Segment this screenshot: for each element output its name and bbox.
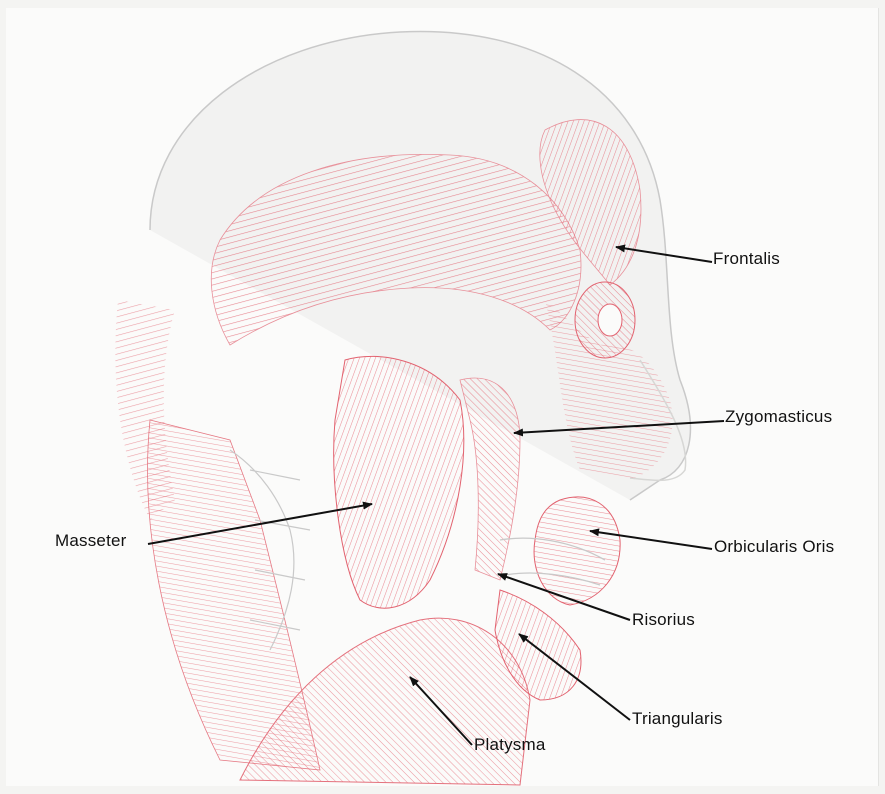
trapezius-area <box>115 300 175 520</box>
label-orbicularis-oris: Orbicularis Oris <box>714 538 834 555</box>
label-zygomasticus: Zygomasticus <box>725 408 832 425</box>
label-risorius: Risorius <box>632 611 695 628</box>
label-platysma: Platysma <box>474 736 546 753</box>
label-triangularis: Triangularis <box>632 710 723 727</box>
label-frontalis: Frontalis <box>713 250 780 267</box>
eye <box>598 304 622 336</box>
orbicularis-oris-muscle <box>534 497 620 605</box>
label-masseter: Masseter <box>55 532 127 549</box>
masseter-muscle <box>334 356 464 608</box>
zygomaticus-muscle <box>460 378 520 580</box>
